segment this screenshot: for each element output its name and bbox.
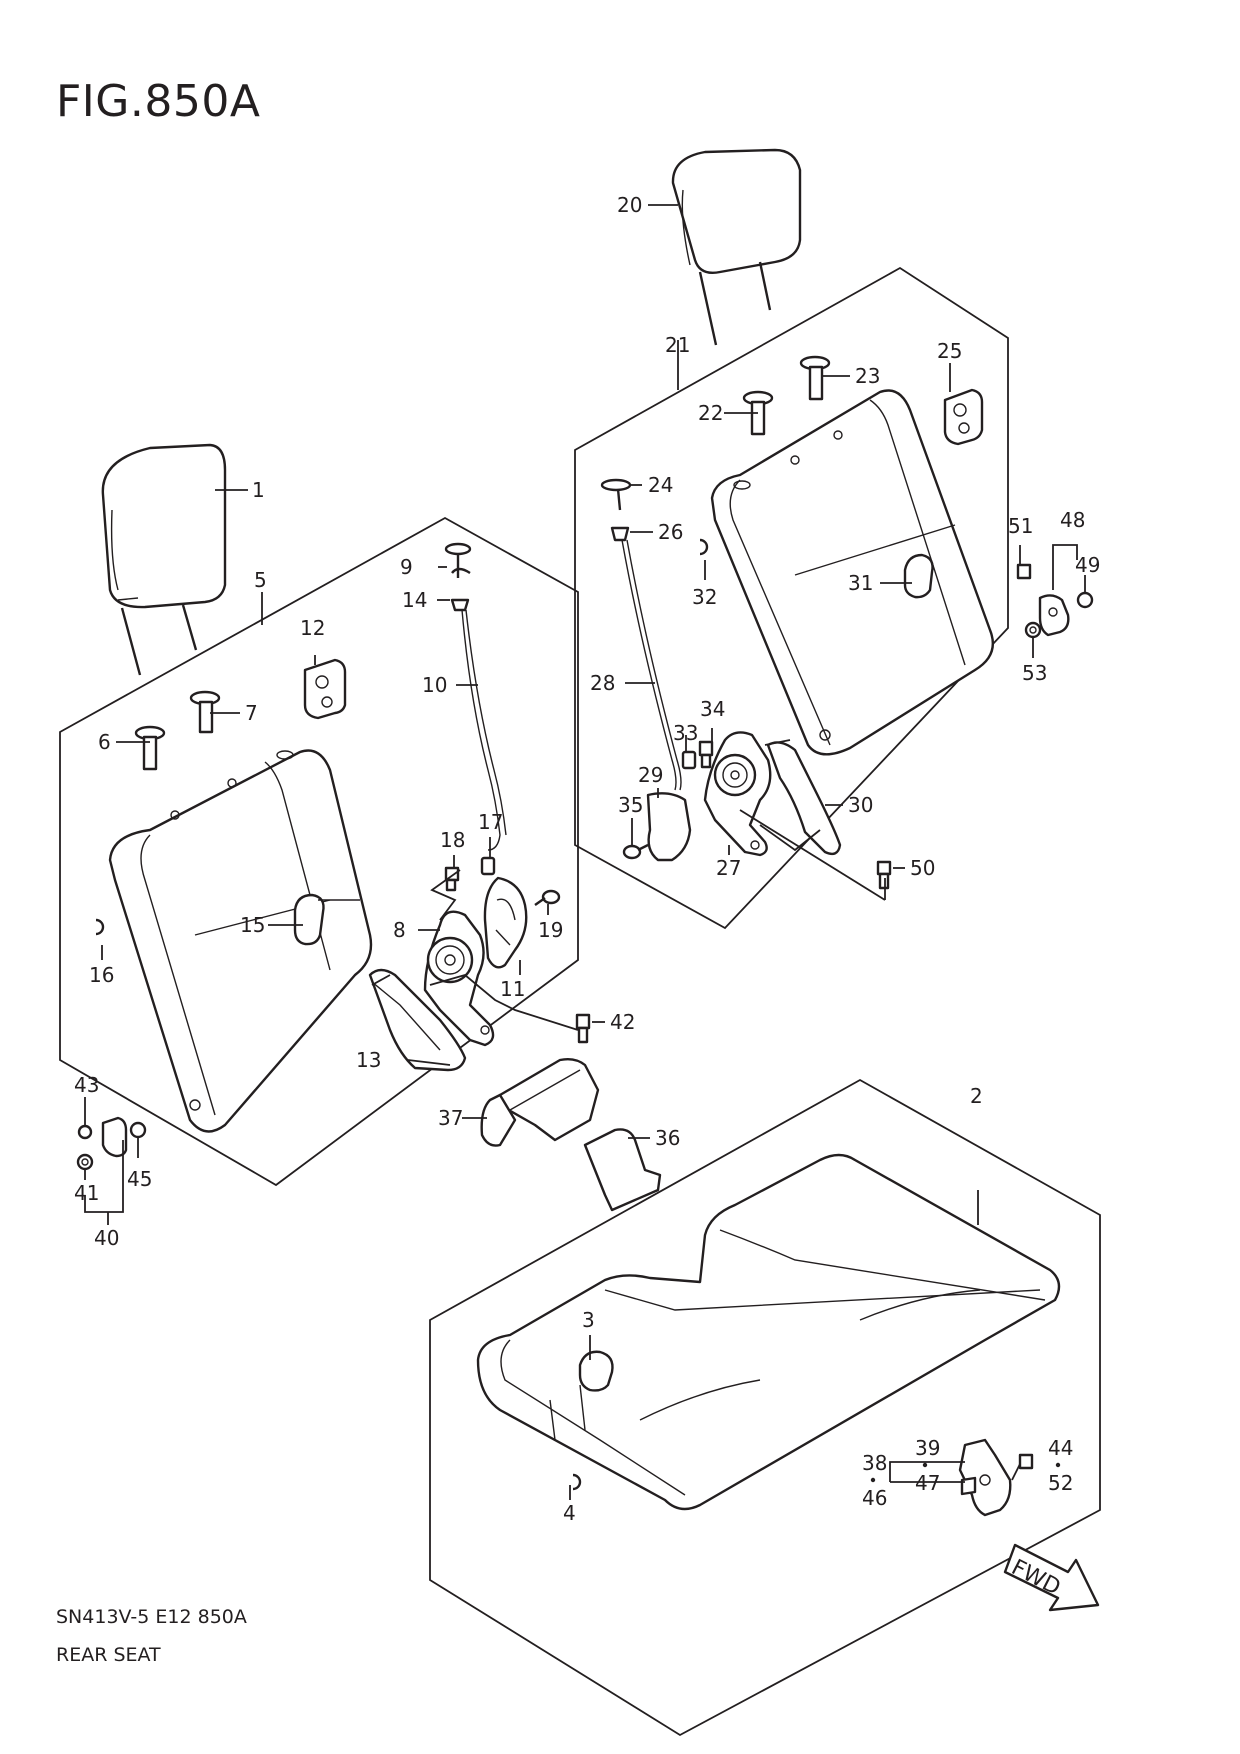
callout-12: 12 bbox=[300, 616, 325, 640]
cover-29 bbox=[646, 792, 692, 862]
figure-code: SN413V-5 E12 850A bbox=[56, 1606, 247, 1628]
callout-9: 9 bbox=[400, 555, 413, 579]
right-seatback bbox=[710, 389, 995, 756]
left-seatback bbox=[108, 749, 373, 1133]
callout-22: 22 bbox=[698, 401, 723, 425]
left-headrest bbox=[101, 443, 227, 676]
bracket-37 bbox=[480, 1057, 600, 1147]
left-seatback-boundary bbox=[59, 516, 579, 1187]
callout-labels: 1 2 3 4 5 6 7 8 9 10 11 12 13 14 15 16 1… bbox=[74, 193, 1100, 1525]
callout-47: 47 bbox=[915, 1471, 940, 1495]
recliner-8 bbox=[423, 910, 495, 1047]
callout-41: 41 bbox=[74, 1181, 99, 1205]
callout-35: 35 bbox=[618, 793, 643, 817]
bolt-50 bbox=[876, 860, 892, 890]
seat-cushion-boundary bbox=[429, 1078, 1101, 1737]
callout-43: 43 bbox=[74, 1073, 99, 1097]
callout-51: 51 bbox=[1008, 514, 1033, 538]
callout-23: 23 bbox=[855, 364, 880, 388]
callout-48: 48 bbox=[1060, 508, 1085, 532]
callout-13: 13 bbox=[356, 1048, 381, 1072]
clip-33-bolt-34 bbox=[681, 740, 714, 770]
lower-cover-30 bbox=[764, 739, 842, 856]
cable-10 bbox=[444, 542, 507, 851]
right-headrest bbox=[671, 148, 802, 346]
callout-6: 6 bbox=[98, 730, 111, 754]
figure-name: REAR SEAT bbox=[56, 1644, 161, 1666]
bolt-22 bbox=[742, 390, 774, 436]
bolt-6 bbox=[134, 725, 166, 771]
clip-16 bbox=[95, 918, 105, 936]
callout-40: 40 bbox=[94, 1226, 119, 1250]
recliner-27 bbox=[703, 731, 772, 857]
callout-25: 25 bbox=[937, 339, 962, 363]
callout-15: 15 bbox=[240, 913, 265, 937]
lower-cover-13 bbox=[368, 968, 467, 1072]
callout-20: 20 bbox=[617, 193, 642, 217]
callout-50: 50 bbox=[910, 856, 935, 880]
callout-39: 39 bbox=[915, 1436, 940, 1460]
callout-16: 16 bbox=[89, 963, 114, 987]
callout-4: 4 bbox=[563, 1501, 576, 1525]
callout-19: 19 bbox=[538, 918, 563, 942]
bracket-12 bbox=[303, 658, 347, 720]
callout-17: 17 bbox=[478, 810, 503, 834]
callout-44: 44 bbox=[1048, 1436, 1073, 1460]
callout-52: 52 bbox=[1048, 1471, 1073, 1495]
callout-8: 8 bbox=[393, 918, 406, 942]
callout-36: 36 bbox=[655, 1126, 680, 1150]
cable-28 bbox=[600, 478, 682, 791]
callout-33: 33 bbox=[673, 721, 698, 745]
callout-37: 37 bbox=[438, 1106, 463, 1130]
callout-10: 10 bbox=[422, 673, 447, 697]
bolt-23 bbox=[799, 355, 831, 401]
figure-title: FIG.850A bbox=[56, 76, 261, 127]
callout-32: 32 bbox=[692, 585, 717, 609]
callout-24: 24 bbox=[648, 473, 673, 497]
callout-28: 28 bbox=[590, 671, 615, 695]
callout-29: 29 bbox=[638, 763, 663, 787]
right-seatback-boundary bbox=[574, 266, 1009, 930]
bracket-48 bbox=[1016, 563, 1094, 639]
recliner-cover-11 bbox=[483, 876, 528, 969]
callout-3: 3 bbox=[582, 1308, 595, 1332]
callout-7: 7 bbox=[245, 701, 258, 725]
callout-2: 2 bbox=[970, 1084, 983, 1108]
bracket-25 bbox=[943, 388, 984, 446]
bolt-7 bbox=[189, 690, 221, 734]
callout-38: 38 bbox=[862, 1451, 887, 1475]
seat-cushion bbox=[476, 1153, 1061, 1511]
leader-lines bbox=[84, 204, 1086, 1500]
callout-46: 46 bbox=[862, 1486, 887, 1510]
callout-31: 31 bbox=[848, 571, 873, 595]
bracket-40 bbox=[76, 1116, 147, 1171]
callout-11: 11 bbox=[500, 977, 525, 1001]
cover-36 bbox=[583, 1128, 662, 1212]
callout-1: 1 bbox=[252, 478, 265, 502]
bolt-42 bbox=[575, 1013, 591, 1044]
callout-53: 53 bbox=[1022, 661, 1047, 685]
callout-18: 18 bbox=[440, 828, 465, 852]
clip-32 bbox=[699, 538, 709, 556]
screw-19 bbox=[534, 889, 561, 906]
bracket-38 bbox=[958, 1438, 1034, 1517]
callout-42: 42 bbox=[610, 1010, 635, 1034]
screw-35 bbox=[622, 843, 649, 860]
callout-34: 34 bbox=[700, 697, 725, 721]
callout-45: 45 bbox=[127, 1167, 152, 1191]
callout-14: 14 bbox=[402, 588, 427, 612]
callout-27: 27 bbox=[716, 856, 741, 880]
callout-26: 26 bbox=[658, 520, 683, 544]
clip-4 bbox=[572, 1473, 582, 1491]
fwd-arrow: FWD bbox=[1003, 1543, 1100, 1612]
callout-5: 5 bbox=[254, 568, 267, 592]
callout-49: 49 bbox=[1075, 553, 1100, 577]
callout-30: 30 bbox=[848, 793, 873, 817]
callout-21: 21 bbox=[665, 333, 690, 357]
